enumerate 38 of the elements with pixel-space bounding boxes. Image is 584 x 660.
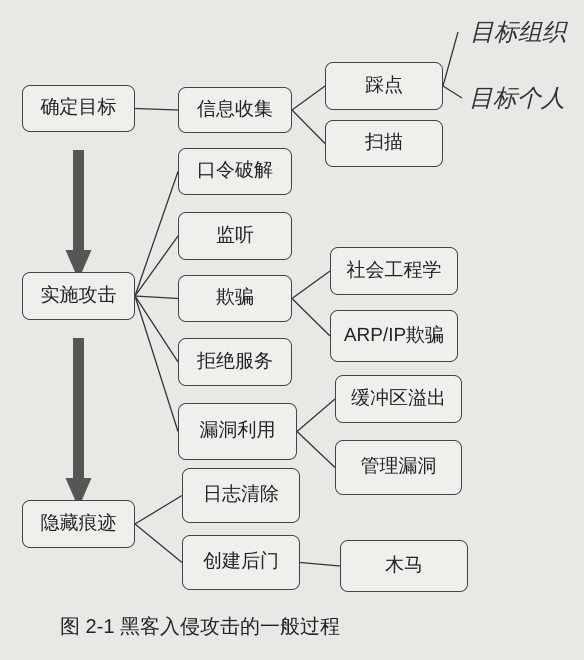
process-box: 信息收集: [178, 87, 292, 133]
connector-line: [292, 110, 326, 144]
process-box: 拒绝服务: [178, 338, 292, 386]
connector-line: [292, 298, 330, 336]
process-box: 漏洞利用: [178, 403, 297, 460]
process-box: 日志清除: [182, 468, 300, 523]
process-box: 隐藏痕迹: [22, 500, 135, 548]
connector-line: [134, 295, 178, 300]
connector-line: [134, 494, 182, 525]
process-box: 踩点: [325, 62, 443, 110]
connector-line: [134, 296, 179, 362]
connector-line: [292, 85, 326, 111]
process-box: 缓冲区溢出: [335, 375, 462, 423]
figure-caption: 图 2-1 黑客入侵攻击的一般过程: [60, 615, 340, 640]
connector-line: [296, 431, 336, 468]
process-box: 社会工程学: [330, 247, 458, 295]
process-box: 口令破解: [178, 148, 292, 195]
connector-line: [296, 398, 336, 432]
connector-line: [442, 32, 459, 86]
handwritten-note: 目标组织: [458, 14, 578, 50]
process-box: 实施攻击: [22, 272, 135, 320]
process-box: 确定目标: [22, 85, 135, 132]
connector-line: [292, 270, 330, 300]
process-box: 欺骗: [178, 275, 292, 322]
connector-line: [134, 524, 182, 563]
process-box: 监听: [178, 212, 292, 260]
process-box: 创建后门: [182, 535, 300, 590]
handwritten-note: 目标个人: [462, 80, 572, 116]
connector-line: [134, 296, 179, 432]
connector-line: [300, 562, 340, 567]
connector-line: [134, 236, 179, 296]
process-box: 木马: [340, 540, 468, 592]
process-box: 管理漏洞: [335, 440, 462, 495]
connector-line: [442, 85, 462, 99]
process-box: ARP/IP欺骗: [330, 310, 458, 362]
connector-line: [134, 171, 179, 296]
connector-line: [134, 108, 178, 111]
process-box: 扫描: [325, 120, 443, 167]
